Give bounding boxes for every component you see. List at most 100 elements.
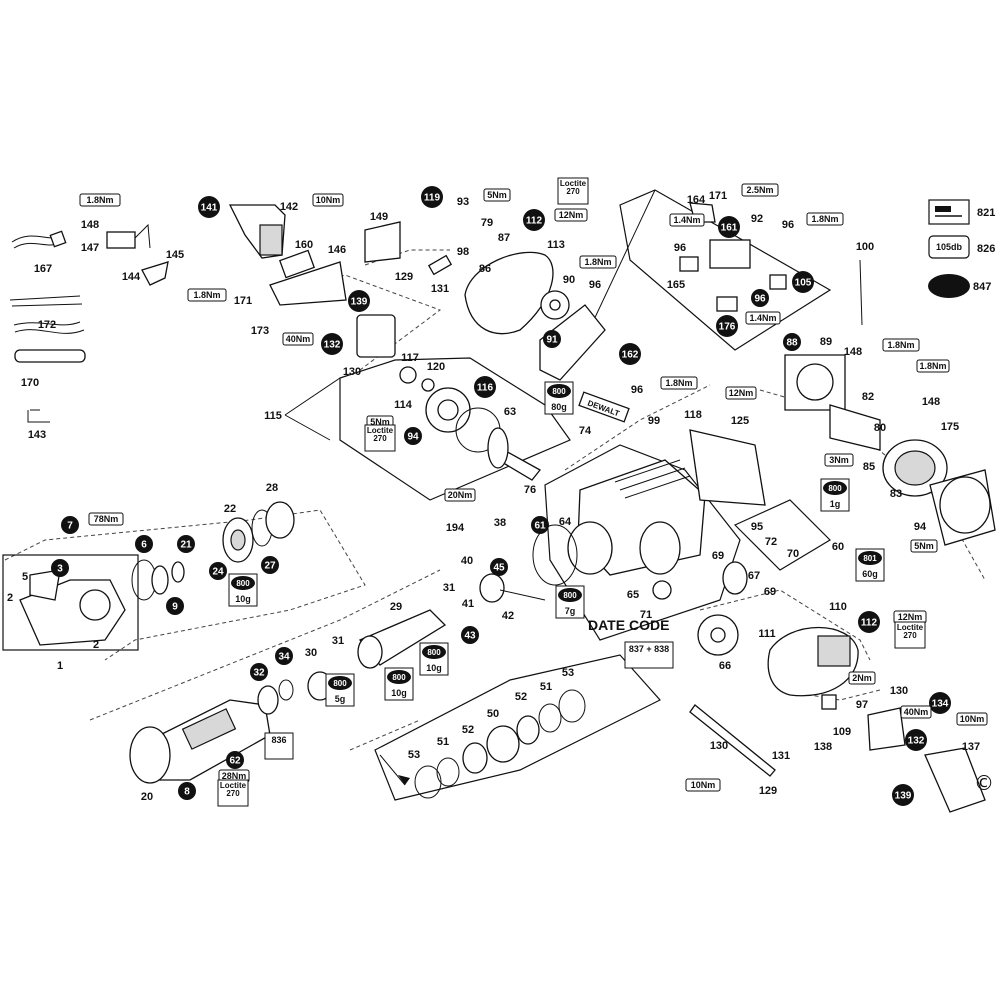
- callout-number: 144: [122, 271, 141, 283]
- callout-disc: [321, 333, 343, 355]
- callout-number: 28: [266, 482, 278, 494]
- callout-number: 134: [932, 699, 949, 710]
- part-callout-89: 89: [820, 336, 832, 348]
- part-callout-131: 131: [431, 283, 449, 295]
- grease-code: 800: [236, 579, 250, 588]
- callout-number: 147: [81, 242, 99, 254]
- part-callout-72: 72: [765, 536, 777, 548]
- callout-number: 40: [461, 555, 473, 567]
- callout-number: 92: [751, 213, 763, 225]
- part-callout-164: 164: [687, 194, 706, 206]
- torque-value: 10Nm: [316, 195, 341, 205]
- torque-value: 3Nm: [829, 455, 849, 465]
- callout-number: 51: [437, 736, 449, 748]
- callout-number: 61: [534, 521, 546, 532]
- loctite-tag-box: [894, 621, 926, 649]
- part-callout-52: 52: [515, 691, 527, 703]
- callout-number: 148: [81, 219, 99, 231]
- part-callout-64: 64: [559, 516, 572, 528]
- callout-number: 64: [559, 516, 572, 528]
- loctite-grade: 270: [373, 434, 387, 443]
- date-code-label: DATE CODE: [588, 617, 669, 633]
- grease-code: 800: [828, 484, 842, 493]
- callout-number: 94: [914, 521, 927, 533]
- callout-number: 65: [627, 589, 639, 601]
- callout-number: 111: [758, 628, 775, 640]
- callout-disc: [421, 186, 443, 208]
- callout-number: 162: [622, 350, 639, 361]
- part-callout-100: 100: [856, 241, 874, 253]
- grease-code-oval: [387, 670, 411, 684]
- part-callout-147: 147: [81, 242, 99, 254]
- torque-tag-box: [916, 359, 950, 373]
- part-callout-66: 66: [719, 660, 731, 672]
- part-callout-115: 115: [264, 410, 282, 422]
- callout-number: 148: [922, 396, 940, 408]
- torque-tag-box: [900, 705, 932, 719]
- callout-number: 29: [390, 601, 402, 613]
- grease-quantity: 10g: [426, 663, 442, 673]
- grease-code-oval: [558, 588, 582, 602]
- callout-number: 71: [640, 609, 652, 621]
- callout-disc: [209, 562, 227, 580]
- callout-disc: [523, 209, 545, 231]
- part-callout-29: 29: [390, 601, 402, 613]
- torque-value: 5Nm: [370, 417, 390, 427]
- callout-number: 80: [874, 422, 886, 434]
- callout-number: 7: [67, 521, 73, 532]
- callout-number: 79: [481, 217, 493, 229]
- callout-number: 70: [787, 548, 799, 560]
- callout-number: 110: [829, 601, 847, 613]
- torque-value: 2.5Nm: [746, 185, 773, 195]
- callout-number: 194: [446, 522, 465, 534]
- torque-tag: 1.8Nm: [187, 288, 227, 302]
- callout-number: 32: [253, 668, 265, 679]
- part-callout-112: 112: [523, 209, 545, 231]
- part-callout-118: 118: [684, 409, 702, 421]
- callout-number: 175: [941, 421, 959, 433]
- callout-number: 38: [494, 517, 506, 529]
- part-callout-27: 27: [261, 556, 279, 574]
- part-callout-9: 9: [166, 597, 184, 615]
- grease-code: 800: [552, 387, 566, 396]
- part-callout-42: 42: [502, 610, 514, 622]
- part-drawings: [9, 202, 996, 813]
- part-callout-69: 69: [764, 586, 776, 598]
- callout-number: 171: [709, 190, 727, 202]
- torque-tag: 1.8Nm: [882, 338, 920, 352]
- callout-disc: [166, 597, 184, 615]
- callout-number: 148: [844, 346, 862, 358]
- callout-number: 117: [401, 352, 419, 364]
- part-callout-139: 139: [348, 290, 370, 312]
- torque-tag: 10Nm: [312, 193, 344, 207]
- part-callout-111: 111: [758, 628, 775, 640]
- callout-number: 53: [562, 667, 574, 679]
- torque-tag-box: [745, 311, 781, 325]
- part-callout-63: 63: [504, 406, 516, 418]
- callout-disc: [792, 271, 814, 293]
- callout-number: 96: [754, 294, 766, 305]
- part-callout-70: 70: [787, 548, 799, 560]
- grease-code: 801: [863, 554, 877, 563]
- torque-tag: 12Nm: [554, 208, 588, 222]
- callout-number: 72: [765, 536, 777, 548]
- part-callout-105: 105: [792, 271, 814, 293]
- part-callout-94: 94: [914, 521, 927, 533]
- grease-code: 800: [392, 673, 406, 682]
- callout-number: 130: [890, 685, 908, 697]
- legend-row-oval: 847: [928, 274, 991, 298]
- callout-number: 131: [772, 750, 790, 762]
- torque-value: 5Nm: [914, 541, 934, 551]
- callout-number: 131: [431, 283, 449, 295]
- torque-value: 1.8Nm: [193, 290, 220, 300]
- callout-number: 91: [546, 335, 558, 346]
- callout-number: 1: [57, 660, 63, 672]
- loctite-grade: 270: [903, 631, 917, 640]
- part-callout-67: 67: [748, 570, 760, 582]
- callout-number: 173: [251, 325, 269, 337]
- callout-number: 145: [166, 249, 184, 261]
